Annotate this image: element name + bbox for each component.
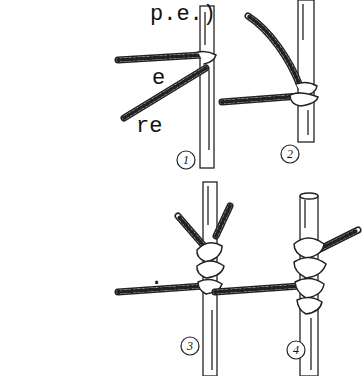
- margin-text: re: [136, 116, 162, 138]
- step-number: 3: [187, 340, 193, 352]
- margin-text: e: [152, 68, 165, 90]
- step-number: 2: [287, 148, 293, 160]
- step-circle: [287, 341, 305, 359]
- rope: [222, 16, 318, 106]
- rope: [215, 230, 358, 314]
- margin-text: p.e.): [150, 4, 216, 26]
- rope: [118, 206, 230, 294]
- rope: [118, 51, 216, 118]
- pole: [298, 0, 314, 142]
- step-number: 1: [183, 154, 189, 166]
- margin-text: .: [150, 268, 163, 290]
- step-circle: [181, 337, 199, 355]
- step-circle: [281, 145, 299, 163]
- step-circle: [177, 151, 195, 169]
- pole: [200, 6, 214, 168]
- step-number: 4: [293, 344, 299, 356]
